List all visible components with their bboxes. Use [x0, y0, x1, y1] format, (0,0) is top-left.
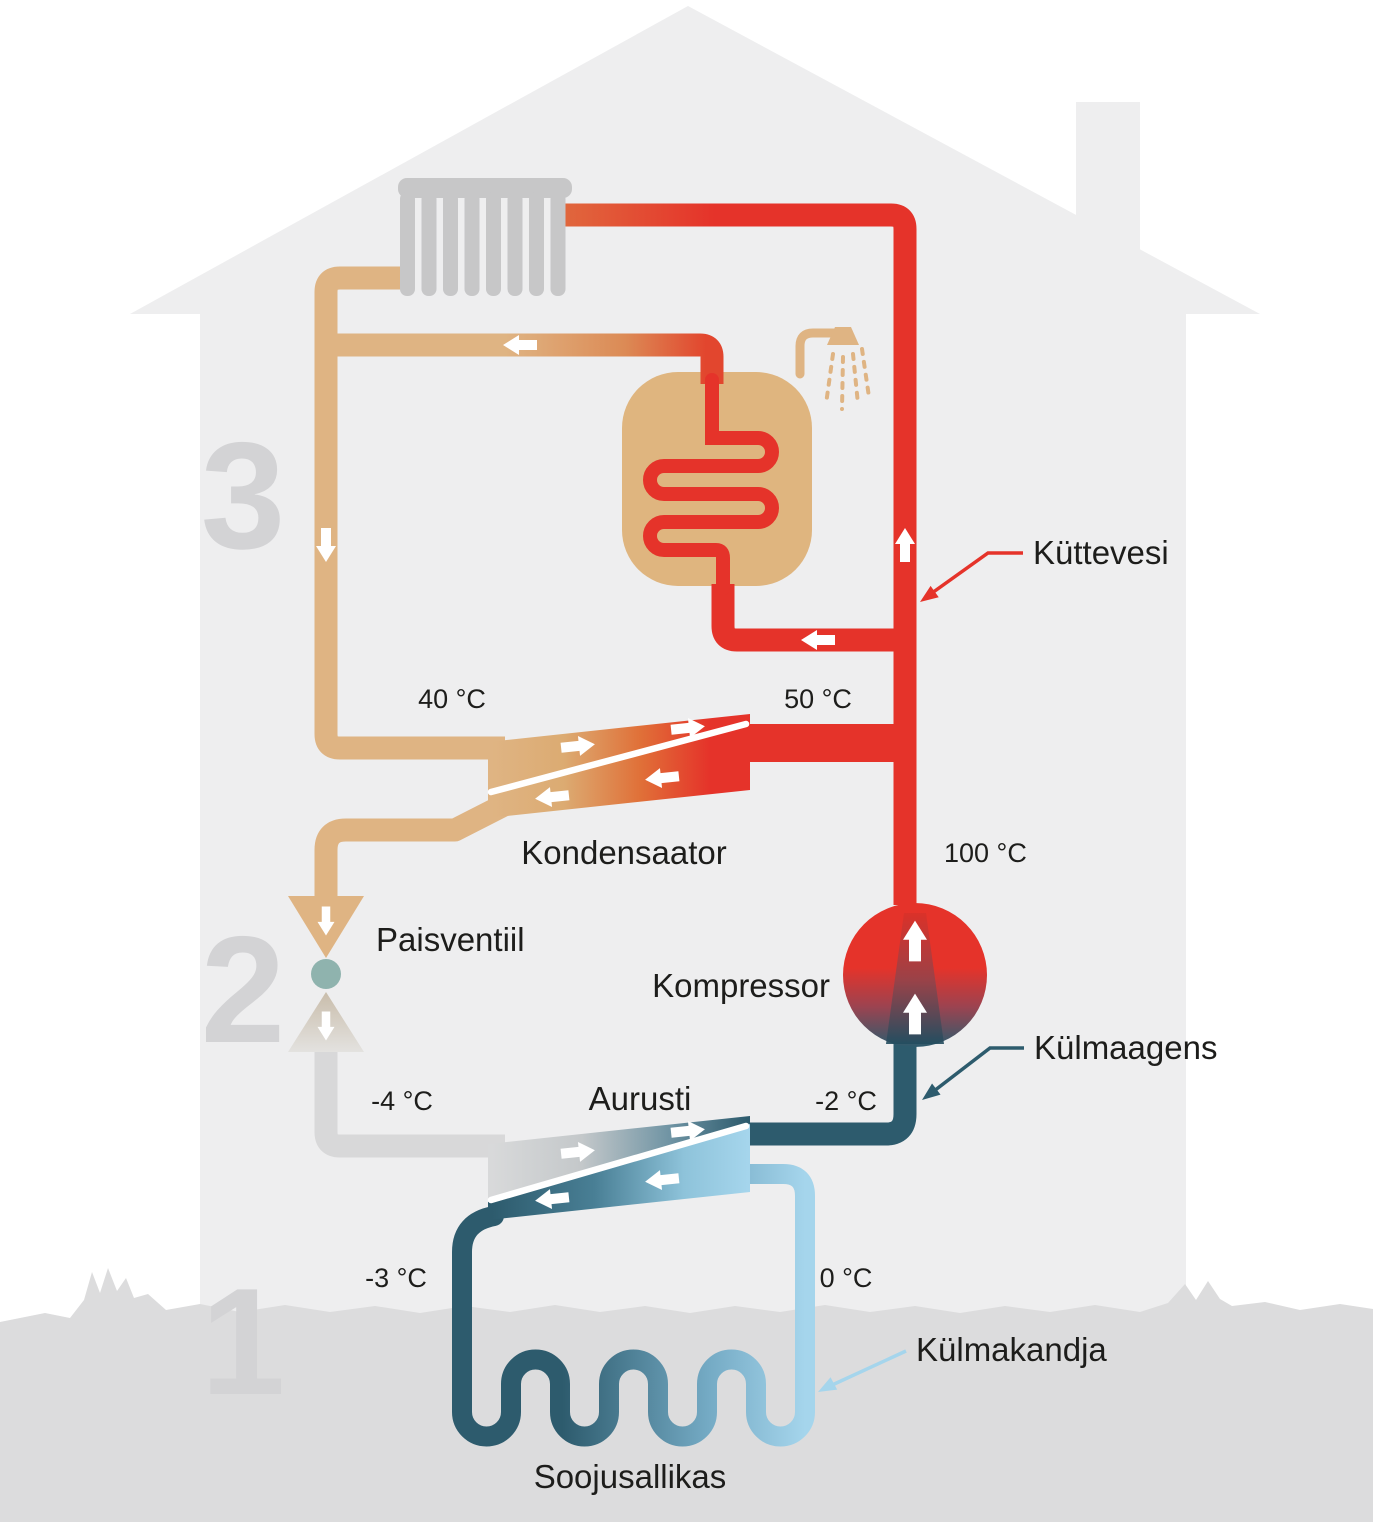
evaporator-divider: [487, 1122, 750, 1204]
compressor-icon: [843, 903, 987, 1047]
condenser-divider: [487, 720, 750, 796]
label-kuttevesi: Küttevesi: [1033, 534, 1169, 571]
label-kulmaagens: Külmaagens: [1034, 1029, 1217, 1066]
shower-pipe: [795, 328, 843, 379]
stage-numbers: 3 2 1: [201, 411, 286, 1427]
label-kompressor: Kompressor: [652, 967, 830, 1004]
temp-compressor-out: 100 °C: [944, 838, 1027, 868]
temp-evaporator-out: -2 °C: [815, 1086, 877, 1116]
shower-icon: [795, 327, 871, 411]
ground-loop-pipe: [452, 1164, 815, 1447]
label-kondensaator: Kondensaator: [521, 834, 727, 871]
kulmakandja-leader-line: [829, 1349, 907, 1388]
label-paisventiil: Paisventiil: [376, 921, 525, 958]
shower-head: [827, 327, 859, 345]
temp-brine-in: 0 °C: [820, 1263, 873, 1293]
stage-number-3: 3: [201, 411, 286, 581]
pipe-evaporator-to-compressor: [742, 1038, 917, 1146]
temp-evaporator-in: -4 °C: [371, 1086, 433, 1116]
kuttevesi-leader-line: [930, 551, 1023, 595]
temp-condenser-water-in: 40 °C: [418, 684, 486, 714]
pipe-condenser-to-valve: [314, 792, 514, 898]
label-soojusallikas: Soojusallikas: [534, 1458, 727, 1495]
temp-condenser-water-out: 50 °C: [784, 684, 852, 714]
label-kulmakandja: Külmakandja: [916, 1331, 1107, 1368]
valve-dot: [311, 959, 341, 989]
label-aurusti: Aurusti: [589, 1080, 692, 1117]
stage-number-2: 2: [201, 905, 286, 1075]
kulmaagens-leader-line: [932, 1046, 1024, 1093]
text-labels: Küttevesi Kondensaator Paisventiil Kompr…: [365, 534, 1217, 1495]
pipe-radiator-return: [314, 266, 505, 760]
temp-brine-out: -3 °C: [365, 1263, 427, 1293]
pipe-heating-supply: [560, 203, 917, 905]
compressor-cone: [886, 913, 944, 1044]
tank-coil: [643, 373, 779, 595]
pipe-tank-return: [326, 333, 724, 384]
pipe-network: [314, 203, 917, 1447]
pipe-tank-feed: [711, 584, 905, 652]
radiator-icon: [398, 178, 572, 296]
stage-number-1: 1: [201, 1257, 286, 1427]
pipe-valve-to-evaporator: [314, 1048, 505, 1158]
shower-drops: [824, 347, 871, 411]
ground: [0, 1268, 1373, 1522]
leader-lines: [814, 551, 1024, 1399]
hot-water-tank-icon: [622, 372, 812, 586]
